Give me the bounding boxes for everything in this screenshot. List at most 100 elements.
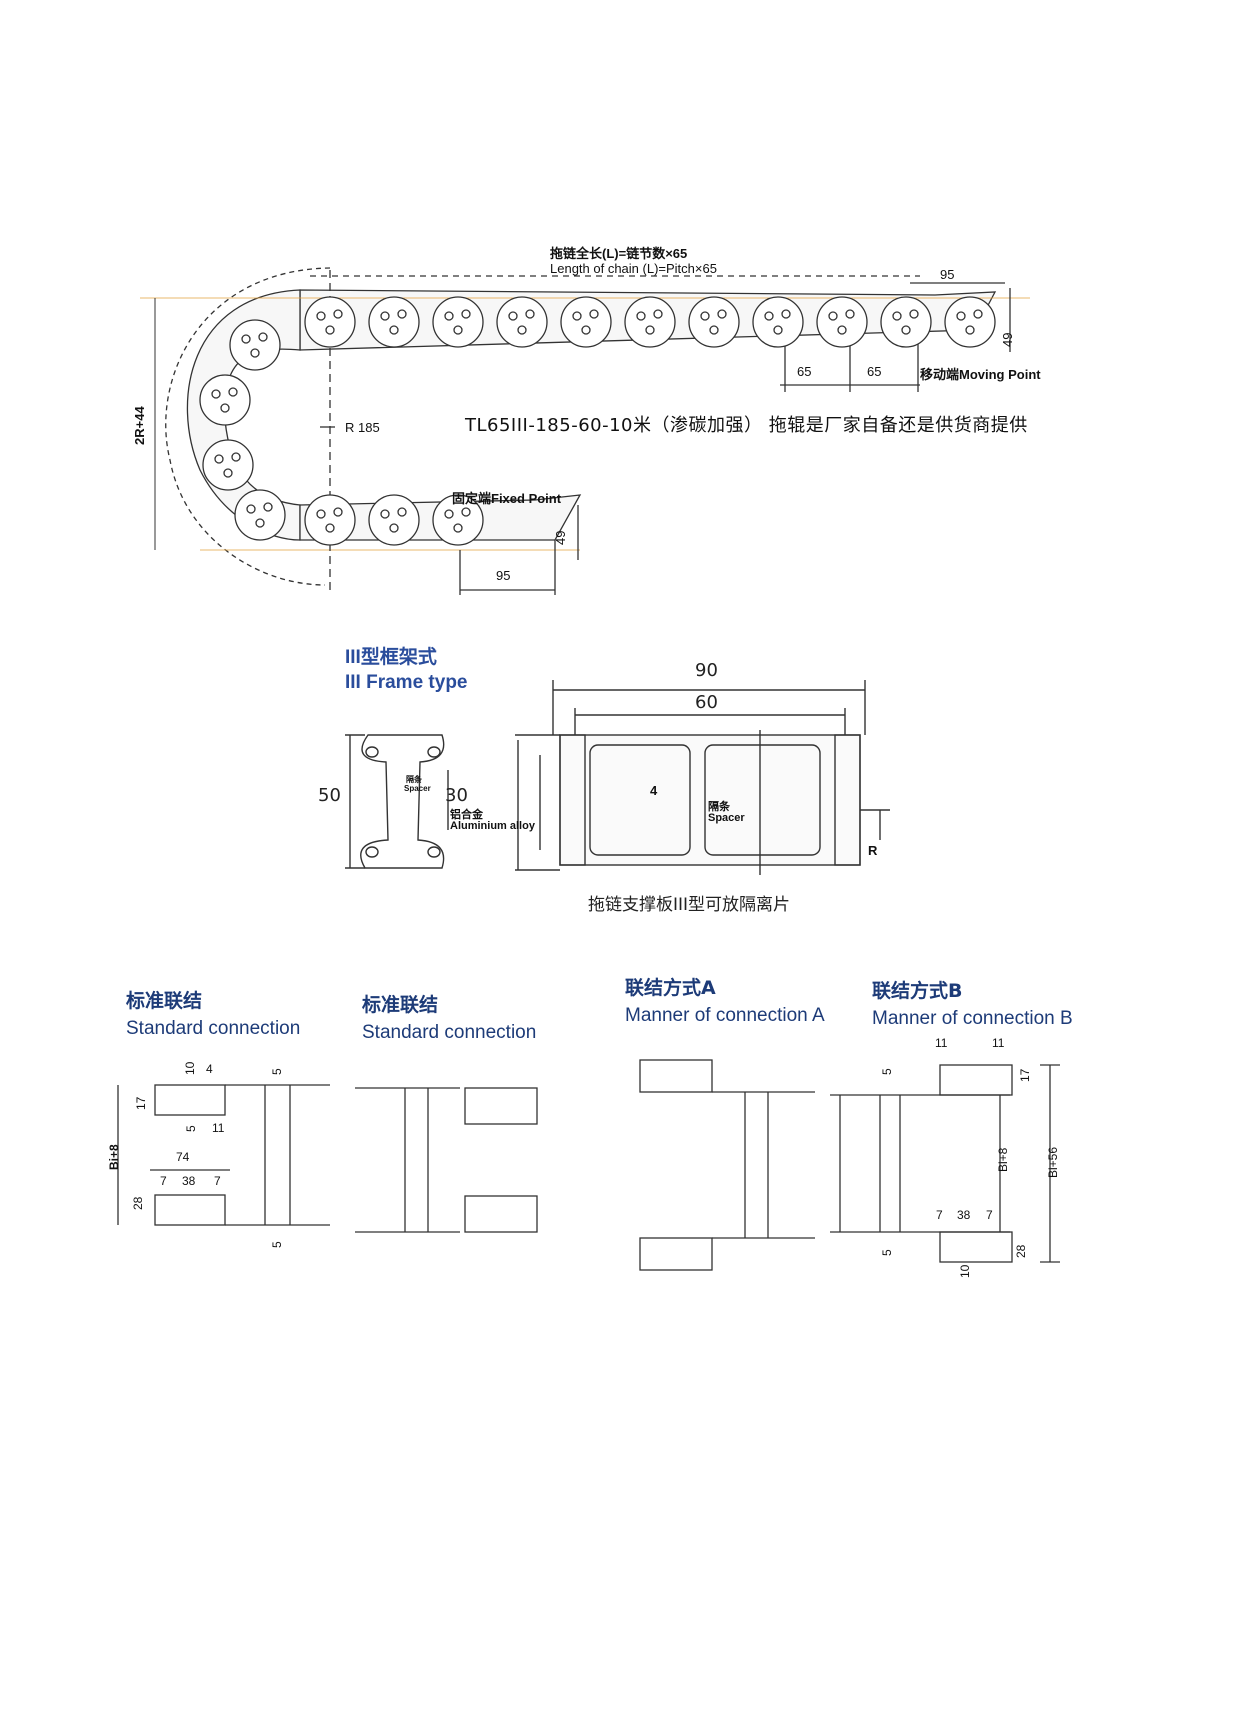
std1-d5c: 5 (270, 1241, 284, 1248)
link-hole (517, 325, 527, 335)
link-hole (645, 325, 655, 335)
link-hole (316, 509, 326, 519)
std2-title-en: Standard connection (362, 1022, 537, 1043)
link-hole (845, 309, 855, 319)
chain-link-disk (304, 296, 356, 348)
frame-plan (515, 680, 890, 875)
link-hole (397, 309, 407, 319)
link-hole (223, 468, 233, 478)
link-hole (389, 325, 399, 335)
chain-link-disk (229, 319, 281, 371)
dim-95-top: 95 (940, 267, 955, 282)
connection-std1 (117, 1084, 330, 1226)
aluminium-en: Aluminium alloy (450, 820, 535, 832)
b-bi56: Bi+56 (1046, 1146, 1060, 1178)
fixed-point-label: 固定端Fixed Point (452, 491, 562, 506)
chain-link-disk (368, 494, 420, 546)
b-bi8: Bi+8 (996, 1147, 1010, 1172)
std1-d17: 17 (134, 1096, 148, 1110)
link-hole (241, 334, 251, 344)
std1-d38: 38 (182, 1174, 196, 1188)
std1-d7b: 7 (214, 1174, 221, 1188)
spacer-small-cn: 隔条 (406, 775, 422, 784)
link-hole (965, 325, 975, 335)
std1-d5b: 5 (184, 1125, 198, 1132)
link-hole (333, 507, 343, 517)
dim-30: 30 (445, 785, 468, 806)
std1-d28: 28 (131, 1196, 145, 1210)
link-hole (909, 309, 919, 319)
std1-d7a: 7 (160, 1174, 167, 1188)
link-hole (453, 523, 463, 533)
link-hole (380, 311, 390, 321)
b-d5b: 5 (880, 1249, 894, 1256)
frame-caption: 拖链支撑板III型可放隔离片 (588, 895, 791, 915)
length-formula-cn: 拖链全长(L)=链节数×65 (550, 246, 688, 261)
aluminium-cn: 铝合金 (450, 809, 483, 821)
b-d7a: 7 (936, 1208, 943, 1222)
b-d5a: 5 (880, 1068, 894, 1075)
b-d17: 17 (1018, 1068, 1032, 1082)
link-hole (973, 309, 983, 319)
dim-49-top: 49 (1000, 332, 1015, 347)
link-hole (325, 523, 335, 533)
chain-link-disk (624, 296, 676, 348)
moving-point-label: 移动端Moving Point (920, 367, 1041, 382)
dim-49-bottom: 49 (553, 530, 568, 545)
std1-d74: 74 (176, 1150, 190, 1164)
std1-d10: 10 (183, 1061, 197, 1075)
r-label: R (868, 843, 878, 858)
dim-50: 50 (318, 785, 341, 806)
conn-a-title-cn: 联结方式A (625, 977, 716, 999)
chain-link-disk (880, 296, 932, 348)
link-hole (220, 403, 230, 413)
link-hole (397, 507, 407, 517)
link-hole (255, 518, 265, 528)
link-hole (211, 389, 221, 399)
conn-a-title-en: Manner of connection A (625, 1005, 825, 1026)
frame-title-cn: III型框架式 (345, 647, 437, 668)
link-hole (773, 325, 783, 335)
model-note: TL65III-185-60-10米（渗碳加强） 拖辊是厂家自备还是供货商提供 (465, 415, 1028, 436)
link-hole (228, 387, 238, 397)
link-hole (781, 309, 791, 319)
chain-link-disk (752, 296, 804, 348)
link-hole (709, 325, 719, 335)
chain-links (199, 296, 996, 546)
dim-60: 60 (695, 692, 718, 713)
link-hole (508, 311, 518, 321)
b-d28: 28 (1014, 1244, 1028, 1258)
link-hole (316, 311, 326, 321)
std1-bi: Bi+8 (107, 1144, 121, 1170)
link-hole (380, 509, 390, 519)
spacer-en: Spacer (708, 812, 745, 824)
link-hole (717, 309, 727, 319)
b-d11a: 11 (935, 1036, 948, 1050)
link-hole (581, 325, 591, 335)
height-2r-label: 2R+44 (132, 406, 147, 445)
chain-link-disk (202, 439, 254, 491)
link-hole (828, 311, 838, 321)
conn-b-title-cn: 联结方式B (872, 980, 963, 1002)
connection-std2 (355, 1087, 538, 1233)
link-hole (892, 311, 902, 321)
std1-d4: 4 (206, 1062, 213, 1076)
std1-d5a: 5 (270, 1068, 284, 1075)
length-formula-en: Length of chain (L)=Pitch×65 (550, 261, 717, 276)
conn-b-title-en: Manner of connection B (872, 1008, 1073, 1029)
link-hole (700, 311, 710, 321)
link-hole (250, 348, 260, 358)
link-hole (246, 504, 256, 514)
b-d38: 38 (957, 1208, 971, 1222)
link-hole (837, 325, 847, 335)
dim-4: 4 (650, 783, 658, 798)
link-hole (444, 509, 454, 519)
link-hole (453, 325, 463, 335)
dim-90: 90 (695, 660, 718, 681)
radius-label: R 185 (345, 420, 380, 435)
b-d11b: 11 (992, 1036, 1005, 1050)
std2-title-cn: 标准联结 (362, 994, 439, 1016)
b-d10: 10 (958, 1264, 972, 1278)
link-hole (636, 311, 646, 321)
dim-65-a: 65 (797, 364, 812, 379)
